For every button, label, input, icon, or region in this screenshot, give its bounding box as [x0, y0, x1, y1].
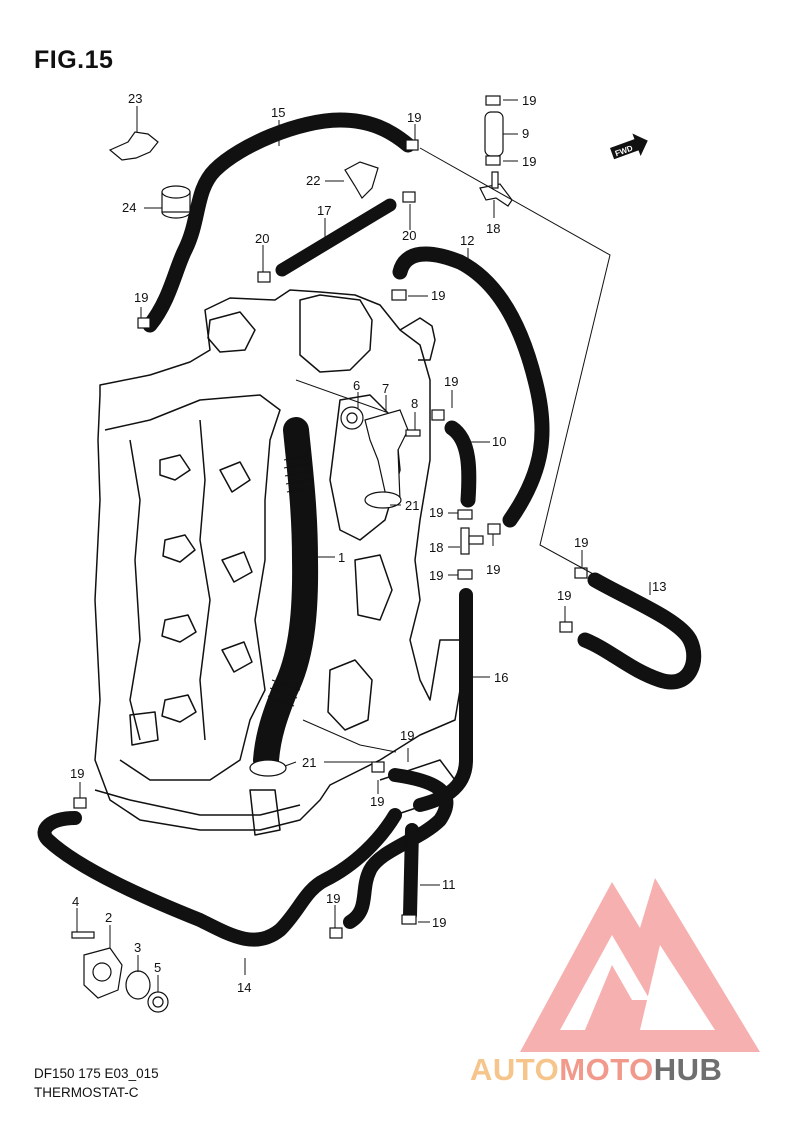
callout-19-d: 19 — [429, 505, 443, 520]
hose-14 — [37, 808, 402, 947]
callout-15: 15 — [271, 105, 285, 120]
callout-19-i: 19 — [400, 728, 414, 743]
callout-19-j: 19 — [70, 766, 84, 781]
callout-5: 5 — [154, 960, 161, 975]
callout-19-l: 19 — [326, 891, 340, 906]
bolt-4 — [71, 931, 95, 939]
callout-4: 4 — [72, 894, 79, 909]
callout-8: 8 — [411, 396, 418, 411]
watermark-logo — [520, 878, 760, 1052]
clamp-19 — [73, 95, 588, 939]
caption: DF150 175 E03_015 THERMOSTAT-C — [34, 1064, 159, 1102]
clamp-21-upper — [364, 491, 402, 509]
callout-18-top: 18 — [486, 221, 500, 236]
clamp-21-lower — [249, 759, 287, 777]
plug-5 — [147, 991, 169, 1013]
callout-19-e: 19 — [429, 568, 443, 583]
clamp-20 — [257, 191, 416, 283]
callout-6: 6 — [353, 378, 360, 393]
callout-14: 14 — [237, 980, 251, 995]
hose-11 — [343, 768, 454, 929]
watermark-hub: HUB — [653, 1052, 723, 1087]
joint-18-mid — [460, 527, 484, 555]
hose-1 — [253, 417, 319, 773]
bolt-8 — [405, 429, 421, 437]
callout-21-upper: 21 — [405, 498, 419, 513]
callout-19-top-a: 19 — [407, 110, 421, 125]
o-ring-3 — [125, 970, 151, 1000]
figure-title: FIG.15 — [34, 46, 114, 74]
callout-23: 23 — [128, 91, 142, 106]
callout-19-k: 19 — [370, 794, 384, 809]
callout-19-left: 19 — [134, 290, 148, 305]
grommet-24 — [161, 185, 191, 219]
cover-2 — [83, 947, 123, 999]
callout-19-m: 19 — [432, 915, 446, 930]
hose-17 — [275, 198, 397, 277]
clamp-23 — [108, 131, 159, 161]
callout-19-h: 19 — [557, 588, 571, 603]
callout-20-left: 20 — [255, 231, 269, 246]
callout-22: 22 — [306, 173, 320, 188]
callout-10: 10 — [492, 434, 506, 449]
callout-9: 9 — [522, 126, 529, 141]
watermark-auto: AUTO — [470, 1052, 560, 1087]
callout-19-top-b: 19 — [522, 93, 536, 108]
callout-2: 2 — [105, 910, 112, 925]
callout-24: 24 — [122, 200, 136, 215]
hose-9 — [484, 111, 504, 157]
callout-13: 13 — [652, 579, 666, 594]
hose-10 — [444, 420, 477, 508]
callout-19-top-c: 19 — [522, 154, 536, 169]
callout-11: 11 — [442, 877, 456, 892]
caption-model: DF150 175 E03_015 — [34, 1066, 159, 1081]
callout-12: 12 — [460, 233, 474, 248]
joint-18-top — [479, 171, 513, 207]
callout-7: 7 — [382, 381, 389, 396]
leader-lines — [76, 99, 651, 992]
caption-section: THERMOSTAT-C — [34, 1085, 139, 1100]
hose-15 — [142, 112, 416, 333]
callout-21-lower: 21 — [302, 755, 316, 770]
engine-block — [94, 289, 466, 836]
callout-19-mid: 19 — [431, 288, 445, 303]
callout-20-right: 20 — [402, 228, 416, 243]
callout-3: 3 — [134, 940, 141, 955]
callout-17: 17 — [317, 203, 331, 218]
hose-12 — [392, 246, 550, 528]
bracket-22 — [344, 161, 379, 199]
hose-13 — [577, 572, 702, 690]
callout-19-f: 19 — [486, 562, 500, 577]
callout-18-mid: 18 — [429, 540, 443, 555]
callout-19-c: 19 — [444, 374, 458, 389]
callout-16: 16 — [494, 670, 508, 685]
callout-1: 1 — [338, 550, 345, 565]
callout-labels: 23 15 24 22 17 20 20 19 19 9 19 18 12 19… — [70, 91, 666, 995]
hose-16 — [413, 588, 473, 812]
thermostat-6 — [340, 406, 364, 430]
fwd-badge: FWD — [610, 133, 648, 160]
watermark-text: AUTOMOTOHUB — [470, 1052, 722, 1088]
thermostat-cover-7 — [364, 409, 409, 506]
watermark-moto: MOTO — [559, 1052, 654, 1087]
callout-19-g: 19 — [574, 535, 588, 550]
